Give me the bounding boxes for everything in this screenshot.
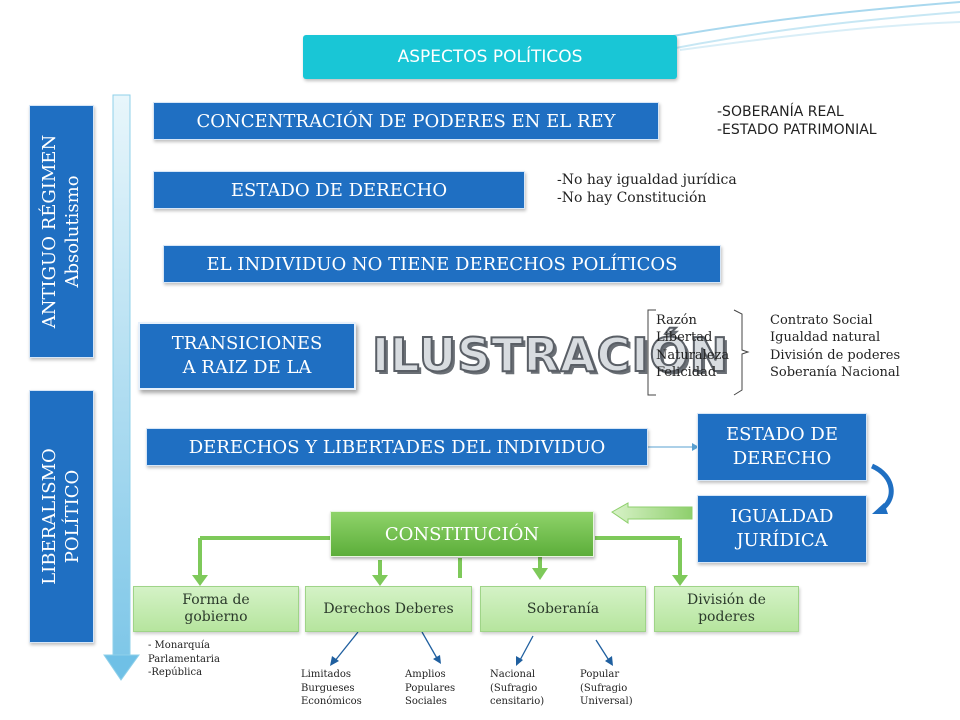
constitucion-box: CONSTITUCIÓN: [330, 511, 594, 557]
forma-notes: - Monarquía Parlamentaria -República: [148, 639, 220, 680]
list-item: - Monarquía: [148, 640, 211, 651]
soberania-real-note: -SOBERANÍA REAL: [717, 104, 844, 120]
header-title-box: ASPECTOS POLÍTICOS: [303, 35, 677, 79]
antiguo-regimen-box: ANTIGUO RÉGIMEN Absolutismo: [29, 105, 94, 358]
ilustracion-list-right: Contrato Social Igualdad natural Divisió…: [770, 312, 900, 381]
list-item: censitario): [490, 696, 545, 707]
list-item: Nacional: [490, 669, 536, 680]
list-item: Parlamentaria: [148, 653, 220, 665]
list-item: Limitados: [301, 669, 352, 680]
list-item: Amplios: [405, 669, 446, 680]
forma-gobierno-label: Forma de gobierno: [182, 591, 250, 626]
list-item: Sociales: [405, 696, 447, 707]
list-item: Universal): [580, 696, 633, 707]
list-item: Libertad: [656, 330, 713, 346]
division-poderes-box: División de poderes: [654, 586, 799, 632]
derecho-label: DERECHO: [732, 448, 832, 469]
individuo-box: EL INDIVIDUO NO TIENE DERECHOS POLÍTICOS: [163, 245, 721, 283]
derechos-libertades-label: DERECHOS Y LIBERTADES DEL INDIVIDUO: [188, 436, 606, 458]
transiciones-box: TRANSICIONES A RAIZ DE LA: [138, 322, 356, 390]
constitucion-label: CONSTITUCIÓN: [384, 523, 540, 545]
list-item: (Sufragio: [580, 682, 628, 694]
list-item: Contrato Social: [770, 313, 873, 328]
estado-derecho-right-box: ESTADO DE DERECHO: [697, 413, 867, 481]
igualdad-juridica-box: IGUALDAD JURÍDICA: [697, 495, 867, 563]
juridica-label: JURÍDICA: [736, 530, 828, 551]
list-item: Razón: [656, 313, 697, 328]
list-item: Popular: [580, 669, 620, 680]
limitados-notes: Limitados Burgueses Económicos: [301, 668, 362, 709]
concentracion-label: CONCENTRACIÓN DE PODERES EN EL REY: [196, 110, 616, 132]
absolutismo-label: Absolutismo: [61, 175, 83, 288]
antiguo-regimen-label: ANTIGUO RÉGIMEN: [39, 134, 60, 329]
forma-gobierno-box: Forma de gobierno: [133, 586, 299, 632]
ilustracion-list-left: Razón Libertad Naturaleza Felicidad: [656, 312, 729, 381]
list-item: (Sufragio: [490, 682, 538, 694]
liberalismo-politico-box: LIBERALISMO POLÍTICO: [29, 390, 94, 643]
derecho-notes: -No hay igualdad jurídica -No hay Consti…: [557, 171, 737, 207]
amplios-notes: Amplios Populares Sociales: [405, 668, 455, 709]
concentracion-box: CONCENTRACIÓN DE PODERES EN EL REY: [153, 102, 659, 140]
soberania-box: Soberanía: [480, 586, 646, 632]
igualdad-label: IGUALDAD: [730, 505, 834, 527]
division-poderes-label: División de poderes: [687, 591, 766, 626]
list-item: Igualdad natural: [770, 330, 881, 346]
liberalismo-label: LIBERALISMO: [39, 448, 61, 585]
list-item: Económicos: [301, 696, 362, 707]
estado-de-label: ESTADO DE: [726, 423, 838, 445]
list-item: Soberanía Nacional: [770, 364, 900, 380]
list-item: -República: [148, 667, 203, 678]
soberania-notes: -SOBERANÍA REAL -ESTADO PATRIMONIAL: [717, 103, 877, 139]
list-item: Burgueses: [301, 682, 355, 694]
list-item: División de poderes: [770, 347, 901, 363]
estado-derecho-label: ESTADO DE DERECHO: [230, 179, 448, 201]
header-title: ASPECTOS POLÍTICOS: [397, 47, 583, 67]
derechos-deberes-label: Derechos Deberes: [323, 601, 454, 617]
ilustracion-wordart: ILUSTRACIÓN: [371, 327, 730, 383]
no-igualdad-note: -No hay igualdad jurídica: [557, 172, 737, 188]
estado-patrimonial-note: -ESTADO PATRIMONIAL: [717, 122, 877, 139]
politico-label: POLÍTICO: [61, 469, 83, 564]
estado-derecho-box: ESTADO DE DERECHO: [153, 171, 525, 209]
list-item: Felicidad: [656, 364, 717, 380]
list-item: Populares: [405, 682, 456, 694]
list-item: Naturaleza: [656, 347, 730, 363]
no-constitucion-note: -No hay Constitución: [557, 190, 707, 207]
transiciones-label: TRANSICIONES A RAIZ DE LA: [171, 332, 323, 378]
soberania-label: Soberanía: [526, 601, 600, 617]
derechos-deberes-box: Derechos Deberes: [305, 586, 472, 632]
derechos-libertades-box: DERECHOS Y LIBERTADES DEL INDIVIDUO: [146, 428, 648, 466]
popular-notes: Popular (Sufragio Universal): [580, 668, 633, 709]
nacional-notes: Nacional (Sufragio censitario): [490, 668, 544, 709]
individuo-label: EL INDIVIDUO NO TIENE DERECHOS POLÍTICOS: [206, 253, 678, 275]
